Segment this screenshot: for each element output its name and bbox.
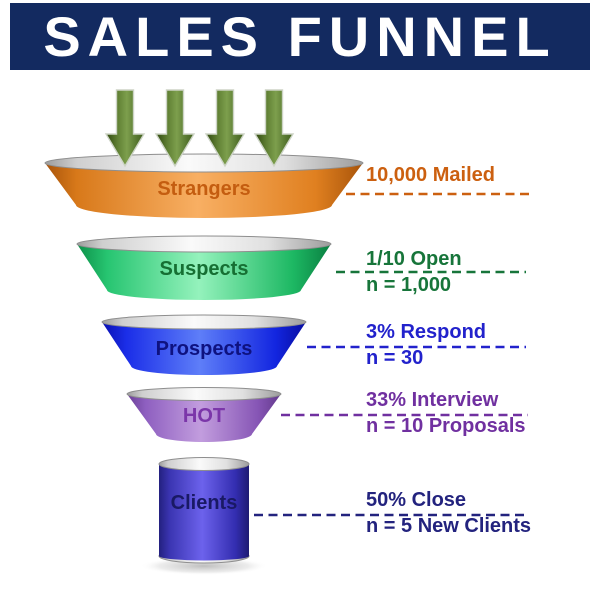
annotation-hot: 33% Interview n = 10 Proposals — [366, 387, 526, 439]
funnel-opening-hot — [126, 387, 282, 401]
funnel-stage-prospects — [101, 314, 307, 375]
funnel-opening-suspects — [76, 235, 332, 253]
annotation-prospects: 3% Respond n = 30 — [366, 319, 486, 371]
annotation-line1: 10,000 Mailed — [366, 164, 495, 186]
stage-label-clients: Clients — [170, 492, 238, 514]
annotation-strangers: 10,000 Mailed — [366, 162, 495, 188]
stage-label-prospects: Prospects — [155, 338, 253, 360]
annotation-suspects: 1/10 Open n = 1,000 — [366, 246, 462, 298]
annotation-line1: 33% Interview — [366, 389, 499, 411]
annotation-line2: n = 10 Proposals — [366, 415, 526, 437]
cylinder-shadow — [140, 557, 268, 575]
page-title: SALES FUNNEL — [43, 4, 557, 68]
stage-label-suspects: Suspects — [159, 258, 249, 280]
funnel-stage-suspects — [76, 235, 332, 300]
annotation-line2: n = 30 — [366, 347, 424, 369]
funnel-stage-hot — [126, 387, 282, 442]
funnel-opening-strangers — [44, 153, 364, 173]
annotation-line2: n = 1,000 — [366, 274, 452, 296]
annotation-line1: 50% Close — [366, 489, 467, 511]
title-banner: SALES FUNNEL — [10, 3, 590, 70]
funnel-opening-prospects — [101, 314, 307, 330]
annotation-line1: 1/10 Open — [366, 248, 462, 270]
annotation-line2: n = 5 New Clients — [366, 515, 532, 537]
stage-label-strangers: Strangers — [157, 178, 251, 200]
stage-label-hot: HOT — [182, 405, 226, 427]
annotation-line1: 3% Respond — [366, 321, 487, 343]
funnel-stage-clients — [158, 457, 250, 564]
annotation-clients: 50% Close n = 5 New Clients — [366, 487, 531, 539]
cylinder-lid — [158, 457, 250, 471]
